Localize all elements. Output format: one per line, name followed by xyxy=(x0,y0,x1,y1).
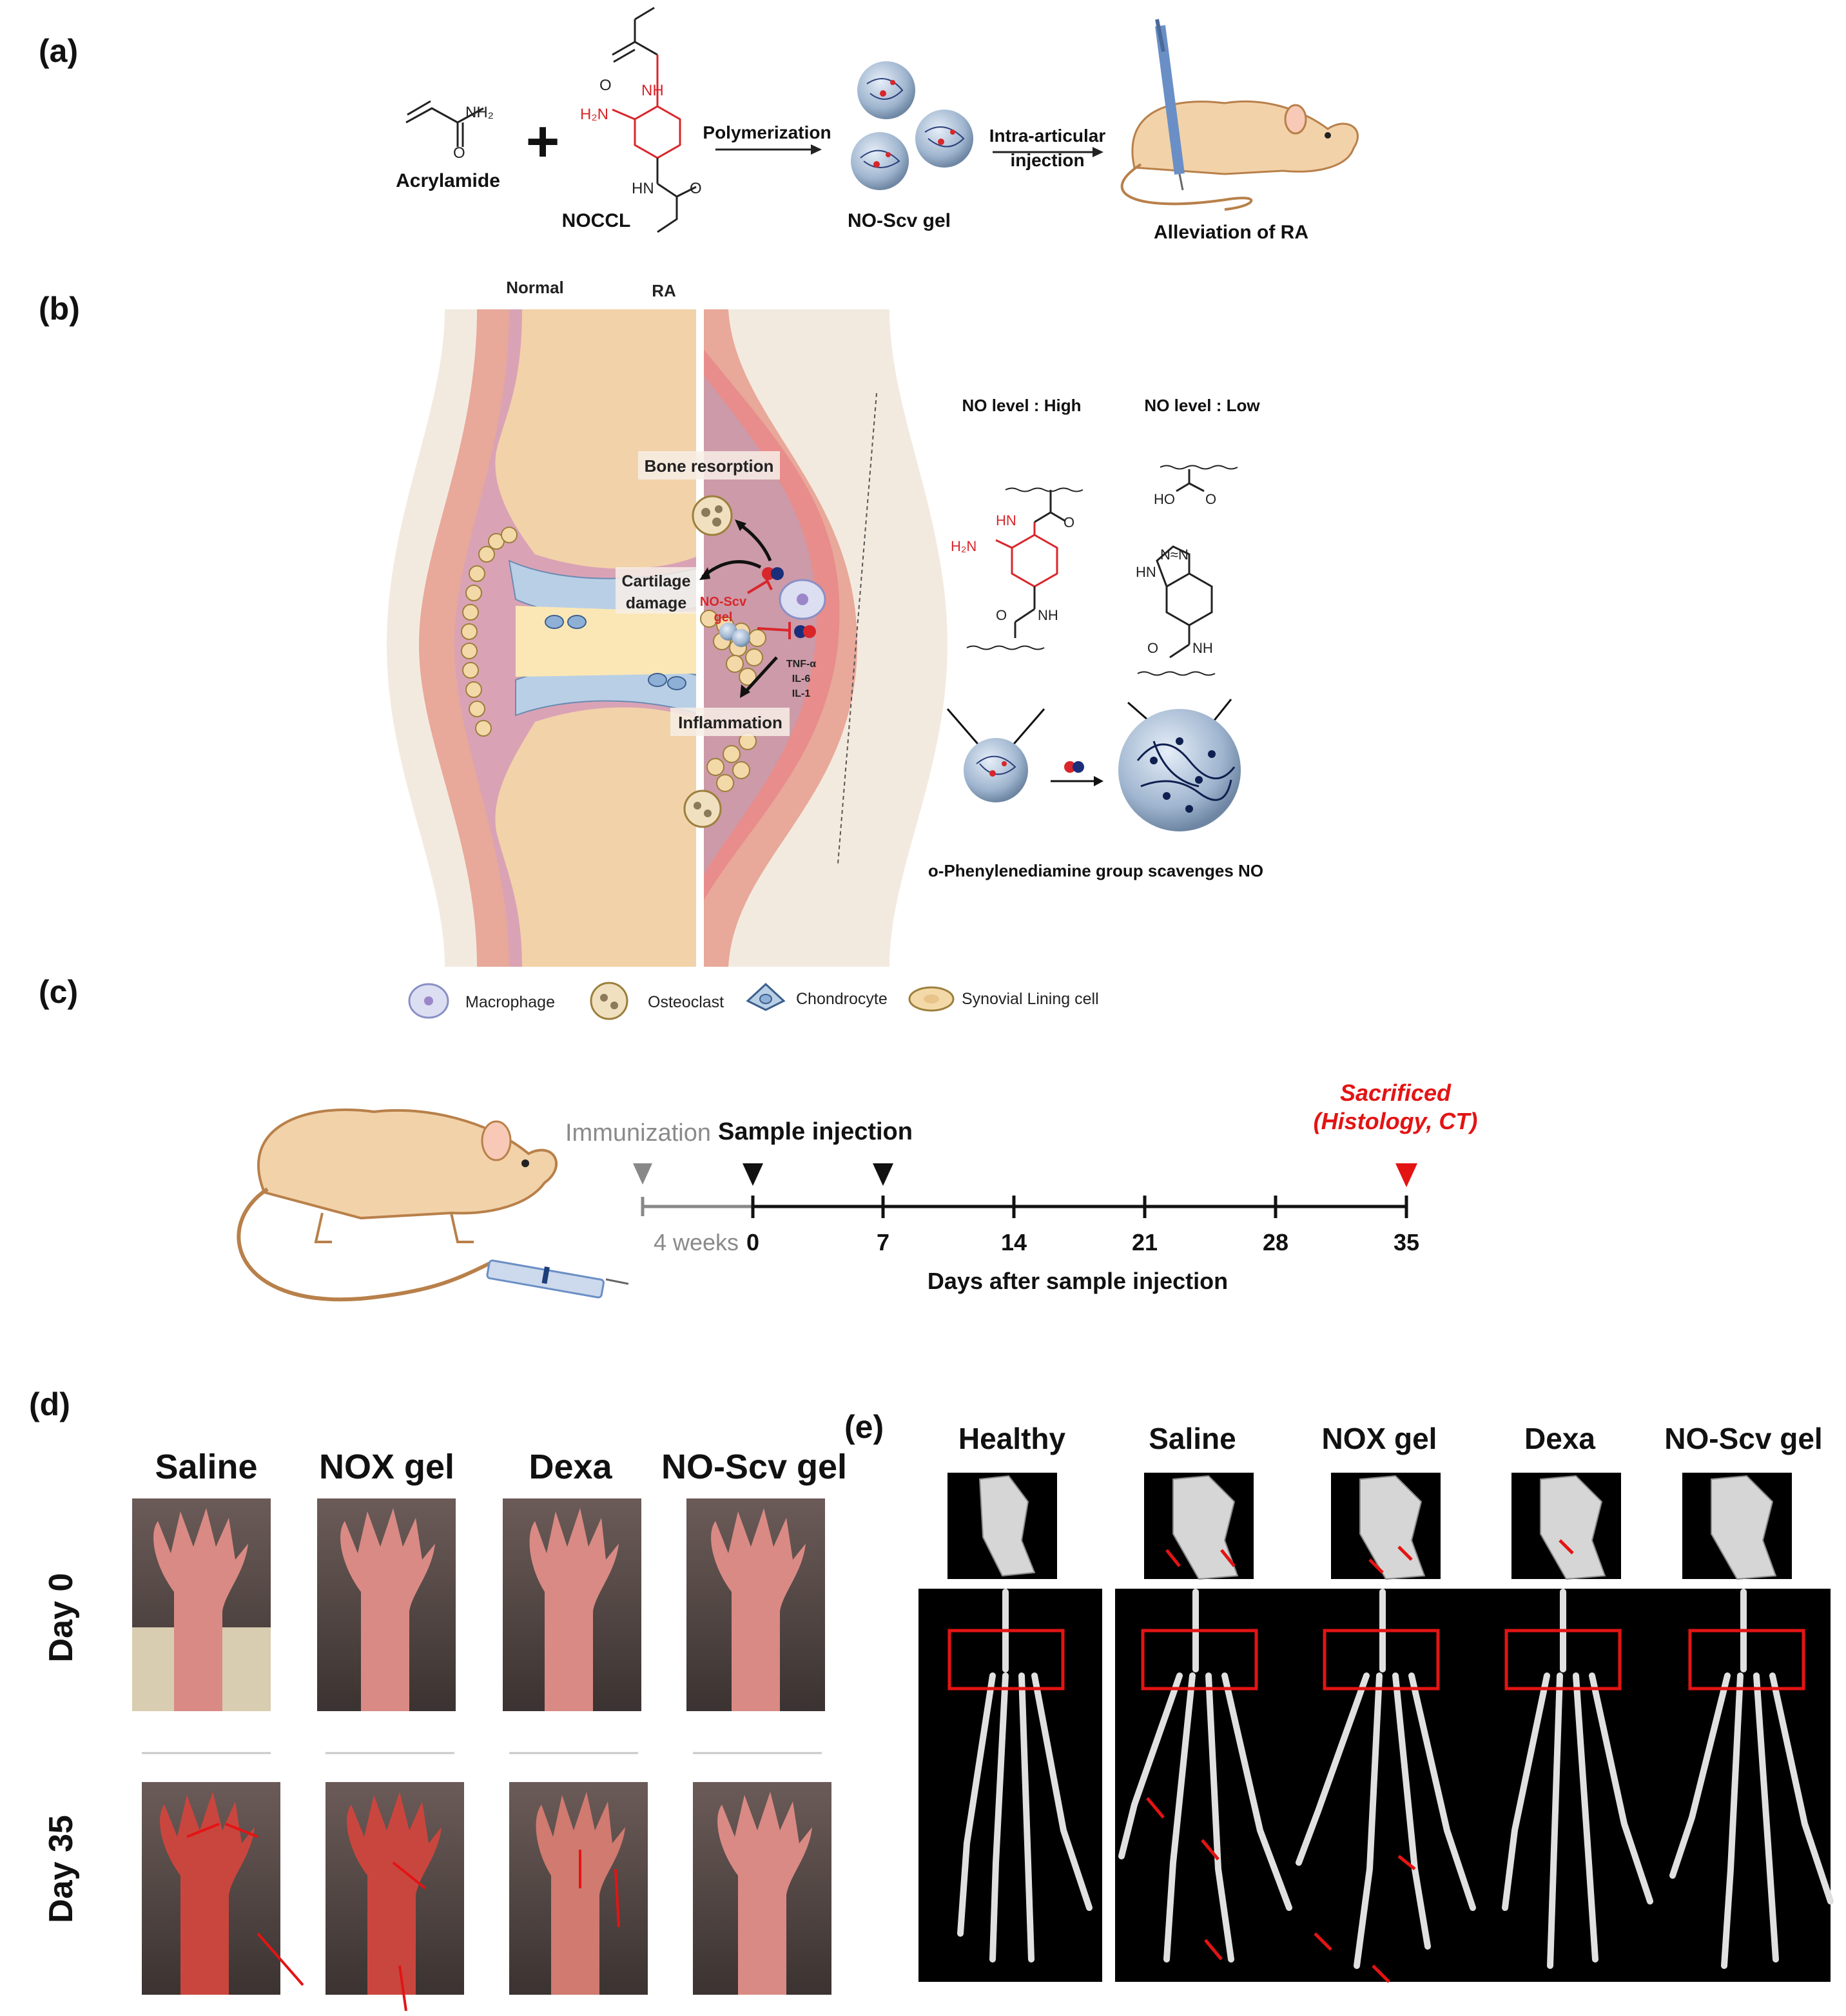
chem-hn2: HN xyxy=(1136,564,1156,580)
chem-o2: O xyxy=(996,607,1007,623)
no-high-label: NO level : High xyxy=(962,396,1082,415)
osteoclast-cells xyxy=(683,495,733,828)
noccl-structure xyxy=(612,6,697,233)
col-dexa-d: Dexa xyxy=(529,1448,612,1486)
panel-label-e: (e) xyxy=(844,1409,884,1445)
panel-label-d: (d) xyxy=(29,1386,70,1422)
noccl-nh: NH xyxy=(641,82,664,99)
chem-ho: HO xyxy=(1154,491,1175,507)
cartilage-label-2: damage xyxy=(626,594,687,612)
mouse-illustration-c xyxy=(237,1109,629,1302)
cytokine-tnf: TNF-α xyxy=(786,659,816,670)
acrylamide-o: O xyxy=(453,144,465,162)
day0-row xyxy=(132,1498,825,1711)
immunization-label: Immunization xyxy=(565,1119,711,1147)
scavenge-caption: o-Phenylenediamine group scavenges NO xyxy=(928,861,1263,880)
acrylamide-structure xyxy=(405,100,484,147)
col-saline-d: Saline xyxy=(155,1448,258,1486)
axis-label: Days after sample injection xyxy=(928,1268,1228,1294)
ct-top-row xyxy=(947,1473,1792,1580)
noscv-label-1: NO-Scv xyxy=(700,595,747,609)
chem-o: O xyxy=(1064,514,1074,530)
sacrificed-label-1: Sacrificed xyxy=(1340,1080,1452,1106)
acrylamide-nh2: NH₂ xyxy=(465,104,494,121)
gel-spheres xyxy=(851,61,973,190)
panel-label-c: (c) xyxy=(39,974,79,1010)
col-healthy-e: Healthy xyxy=(958,1422,1066,1455)
tick-21: 21 xyxy=(1132,1229,1158,1255)
tick-7: 7 xyxy=(877,1229,889,1255)
panel-label-a: (a) xyxy=(39,33,79,69)
panel-label-b: (b) xyxy=(39,291,80,327)
chem-nh2: NH xyxy=(1192,640,1213,656)
noccl-h2n: H₂N xyxy=(580,106,608,123)
col-noscv-d: NO-Scv gel xyxy=(661,1448,848,1486)
normal-label: Normal xyxy=(506,278,564,297)
noccl-o-top: O xyxy=(599,77,612,94)
panel-a-scheme: NH₂ O Acrylamide + O NH H₂N HN O NOCCL P… xyxy=(396,6,1359,243)
tick-14: 14 xyxy=(1001,1229,1027,1255)
sacrificed-label-2: (Histology, CT) xyxy=(1314,1108,1478,1134)
legend-synovial: Synovial Lining cell xyxy=(962,990,1099,1008)
noccl-hn: HN xyxy=(632,180,654,197)
day35-row xyxy=(142,1782,831,1995)
four-weeks-label: 4 weeks xyxy=(654,1229,739,1255)
chem-nh: NH xyxy=(1038,607,1058,623)
inflammation-label: Inflammation xyxy=(678,713,782,732)
chem-o4: O xyxy=(1147,640,1158,656)
legend-osteoclast: Osteoclast xyxy=(648,993,724,1011)
cytokine-il6: IL-6 xyxy=(792,674,811,684)
cytokine-il1: IL-1 xyxy=(792,688,811,699)
cartilage-label-1: Cartilage xyxy=(622,572,691,590)
bone-resorption-label: Bone resorption xyxy=(645,456,774,476)
chem-o3: O xyxy=(1205,491,1216,507)
no-low-label: NO level : Low xyxy=(1144,396,1260,415)
chem-hn: HN xyxy=(996,512,1016,528)
noccl-o-bottom: O xyxy=(690,180,702,197)
tick-28: 28 xyxy=(1263,1229,1288,1255)
panel-b-joint-diagram: Normal RA Bone resorption Cartilage dama… xyxy=(387,278,1263,1020)
legend-chondrocyte: Chondrocyte xyxy=(796,990,888,1008)
sample-injection-label: Sample injection xyxy=(718,1118,913,1145)
tick-0: 0 xyxy=(746,1229,759,1255)
noscv-label-2: gel xyxy=(714,610,733,625)
chem-nn: N≈N xyxy=(1160,547,1189,563)
plus-sign: + xyxy=(526,110,560,174)
ra-label: RA xyxy=(652,281,676,300)
cell-legend xyxy=(408,982,955,1020)
col-saline-e: Saline xyxy=(1149,1422,1236,1455)
noccl-label: NOCCL xyxy=(562,210,631,231)
panel-c-timeline: Immunization Sample injection Sacrificed… xyxy=(237,1080,1478,1302)
injection-label-1: Intra-articular xyxy=(989,126,1106,146)
chem-h2n: H₂N xyxy=(951,538,976,554)
col-noscv-e: NO-Scv gel xyxy=(1664,1422,1823,1455)
col-dexa-e: Dexa xyxy=(1524,1422,1595,1455)
acrylamide-label: Acrylamide xyxy=(396,170,500,191)
col-nox-d: NOX gel xyxy=(318,1448,455,1486)
legend-macrophage: Macrophage xyxy=(465,993,555,1011)
injection-label-2: injection xyxy=(1010,150,1084,170)
polymerization-label: Polymerization xyxy=(703,122,831,142)
col-nox-e: NOX gel xyxy=(1321,1422,1437,1455)
gel-label: NO-Scv gel xyxy=(848,210,951,231)
alleviation-label: Alleviation of RA xyxy=(1154,222,1308,243)
mouse-illustration-a xyxy=(1120,19,1359,211)
tick-35: 35 xyxy=(1394,1229,1419,1255)
